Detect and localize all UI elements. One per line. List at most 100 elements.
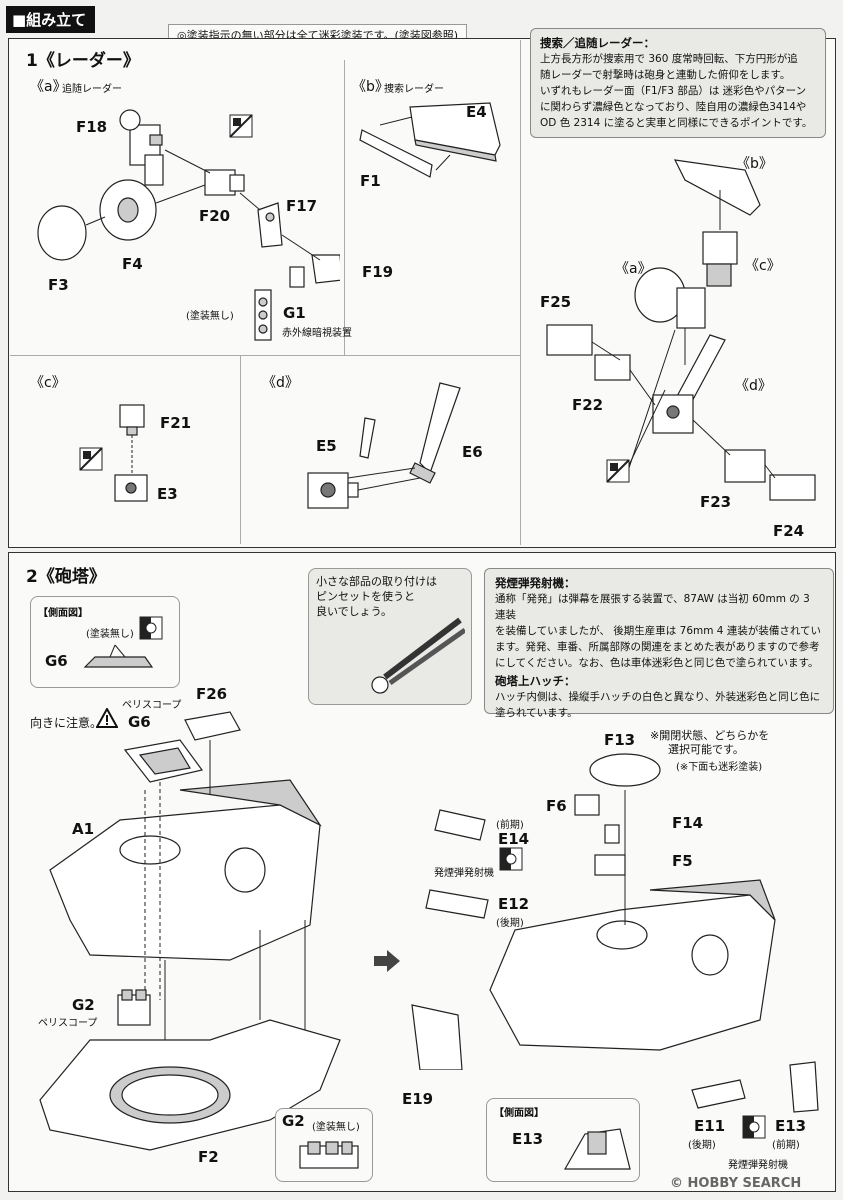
- e6-part: [409, 382, 461, 484]
- e14-note: (前期): [496, 820, 524, 831]
- g6-part: [123, 739, 204, 783]
- d-drawing: [307, 382, 461, 509]
- b-drawing: [359, 102, 501, 178]
- f13-note2: 選択可能です。: [668, 743, 744, 756]
- divider-ab: [344, 60, 345, 355]
- tweezers-line: ピンセットを使うと: [316, 590, 415, 603]
- assembly-b-label: 《b》: [736, 156, 773, 172]
- label-g6: G6: [128, 713, 151, 731]
- label-f24: F24: [773, 522, 805, 540]
- e13-note: (前期): [772, 1140, 800, 1151]
- label-e14: E14: [498, 830, 530, 848]
- turret-assembled: [489, 879, 776, 1051]
- label-e6: E6: [462, 443, 483, 461]
- orientation-note: 向きに注意。: [30, 716, 103, 730]
- label-e4: E4: [466, 103, 487, 121]
- side-view-note: (塗装無し): [86, 629, 134, 640]
- label-e5: E5: [316, 437, 337, 455]
- label-f5: F5: [672, 852, 693, 870]
- b-sub: 捜索レーダー: [384, 84, 444, 95]
- label-f6: F6: [546, 797, 567, 815]
- label-e3: E3: [157, 485, 178, 503]
- label-e19: E19: [402, 1090, 434, 1108]
- e5-part: [359, 417, 376, 459]
- side-view-box: [30, 596, 180, 688]
- e19-part: [411, 1004, 463, 1070]
- divider-cd: [240, 356, 241, 544]
- label-f14: F14: [672, 814, 704, 832]
- assembly-paint-icon: [606, 459, 630, 483]
- f13-note1: ※開閉状態、どちらかを: [650, 729, 770, 742]
- radar-info-line: 随レーダーで射撃時は砲身と連動した俯仰をします。: [540, 69, 791, 81]
- launcher-info-title: 発煙弾発射機：: [495, 576, 576, 590]
- a1-part: [49, 779, 322, 961]
- radar-info-title: 捜索／追随レーダー：: [540, 36, 655, 50]
- radar-assembly-drawing: [546, 159, 816, 501]
- e12-note: (後期): [496, 918, 524, 929]
- f13-note3: (※下面も迷彩塗装): [676, 762, 763, 773]
- label-f13: F13: [604, 731, 636, 749]
- assembly-f22-part: [594, 354, 631, 381]
- label-f26: F26: [196, 685, 228, 703]
- f1-part: [359, 129, 433, 178]
- e5-block: [307, 472, 359, 509]
- label-e12: E12: [498, 895, 530, 913]
- hatch-info-line: 塗られています。: [495, 707, 578, 719]
- g1-note: (塗装無し): [186, 311, 234, 322]
- label-f19: F19: [362, 263, 394, 281]
- label-f22: F22: [572, 396, 604, 414]
- label-f21: F21: [160, 414, 192, 432]
- assembly-f23-part: [724, 449, 766, 483]
- launcher-info-line: ます。発発、車番、所属部隊の関連をまとめた表がありますので参考: [495, 641, 820, 653]
- f19-part: [311, 254, 340, 284]
- tweezers-line: 良いでしょう。: [316, 605, 393, 618]
- label-f2: F2: [198, 1148, 219, 1166]
- e11-part: [691, 1079, 746, 1109]
- assembly-a-label: 《a》: [615, 261, 652, 277]
- launcher-label: 発煙弾発射機: [434, 868, 494, 879]
- g2-box: [275, 1108, 373, 1182]
- f19-small: [289, 266, 305, 288]
- radar-info-line: OD 色 2314 に塗ると実車と同様にできるポイントです。: [540, 117, 813, 129]
- a-paint-icon: [229, 114, 253, 138]
- launcher-info-box: 発煙弾発射機： 通称「発発」は弾幕を展張する装置で、87AW は当初 60mm …: [484, 568, 834, 719]
- e12-part: [425, 889, 489, 919]
- warning-icon: [96, 708, 118, 728]
- g1-desc: 赤外線暗視装置: [282, 328, 352, 339]
- assembly-c-label: 《c》: [745, 258, 781, 274]
- side-view-2-drawing: [563, 1128, 631, 1170]
- f17-part: [257, 202, 283, 248]
- assembly-d-label: 《d》: [735, 378, 772, 394]
- next-step-arrow-icon: [374, 950, 400, 972]
- assembly-d-part: [652, 334, 726, 434]
- a-drawing: [37, 109, 340, 341]
- half-paint-icon: [139, 616, 163, 640]
- side-view-title-2: 【側面図】: [494, 1108, 544, 1119]
- hatch-info-line: ハッチ内側は、操縦手ハッチの白色と異なり、外装迷彩色と同じ色に: [495, 691, 821, 703]
- label-e11: E11: [694, 1117, 726, 1135]
- g2-part: [117, 989, 151, 1026]
- radar-info-line: いずれもレーダー面（F1/F3 部品）は 迷彩色やパターン: [540, 85, 807, 97]
- watermark: © HOBBY SEARCH: [670, 1176, 802, 1191]
- assembly-f25-part: [546, 324, 593, 356]
- radar-info-box: 捜索／追随レーダー： 上方長方形が捜索用で 360 度常時回転、下方円形が追 随…: [530, 28, 826, 138]
- c-paint-icon: [79, 447, 103, 471]
- a-sub: 追随レーダー: [62, 84, 122, 95]
- assembly-c-part: [702, 231, 738, 287]
- turret-left-drawing: [39, 711, 341, 1151]
- f5-part: [594, 854, 626, 876]
- d-label: 《d》: [262, 375, 299, 391]
- e14-part: [434, 809, 486, 841]
- side-view-drawing: [83, 616, 163, 668]
- c-label: 《c》: [30, 375, 66, 391]
- label-f18: F18: [76, 118, 108, 136]
- f20-part: [204, 169, 245, 196]
- tweezers-note: 小さな部品の取り付けは ピンセットを使うと 良いでしょう。: [316, 574, 437, 619]
- label-f4: F4: [122, 255, 143, 273]
- label-f20: F20: [199, 207, 231, 225]
- divider-row: [10, 355, 520, 356]
- half-paint-icon-e14: [499, 847, 523, 871]
- a-label: 《a》: [30, 79, 67, 95]
- label-f23: F23: [700, 493, 732, 511]
- assembly-header: ■組み立て: [6, 6, 96, 33]
